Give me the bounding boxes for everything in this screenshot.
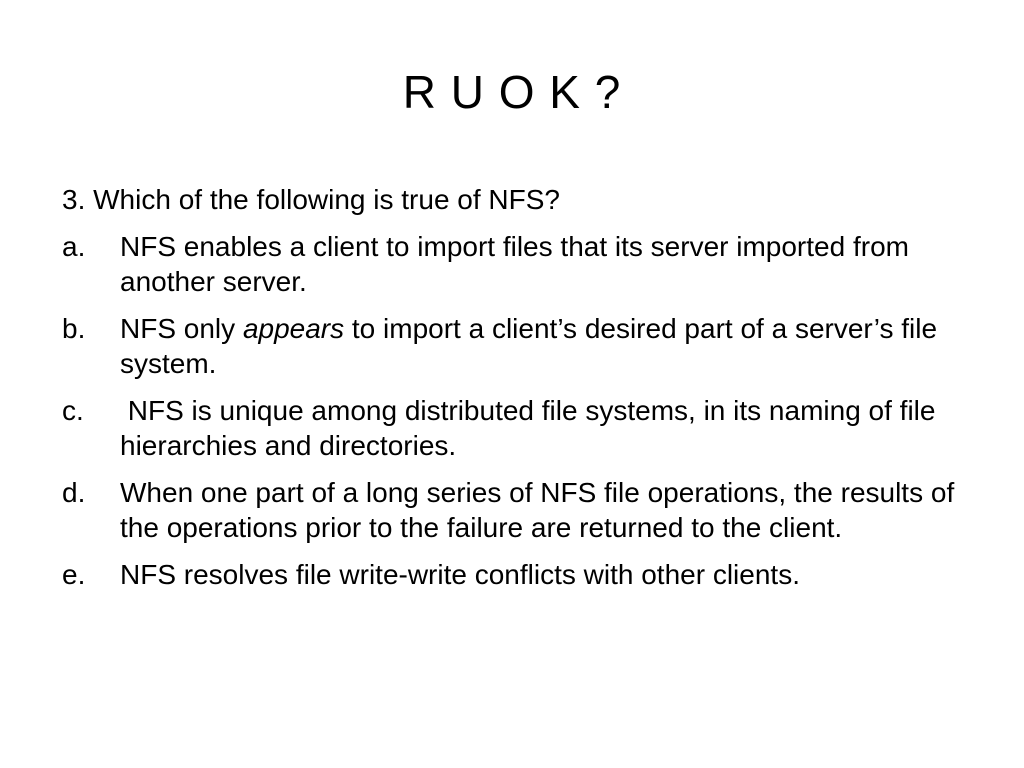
slide-body: 3. Which of the following is true of NFS… [62,182,972,604]
slide-title: R U O K ? [402,66,622,118]
option-marker: a. [62,231,86,262]
option-b: b. NFS only appears to import a client’s … [62,311,972,381]
option-text: NFS enables a client to import files tha… [120,231,909,297]
option-emphasis: appears [242,313,345,344]
option-a: a. NFS enables a client to import files t… [62,229,972,299]
option-text: NFS only [120,313,243,344]
option-marker: b. [62,313,86,344]
option-text: NFS resolves file write-write conflicts … [120,559,800,590]
option-text: NFS is unique among distributed file sys… [120,395,936,461]
answer-options: a. NFS enables a client to import files t… [62,229,972,592]
option-marker: e. [62,559,86,590]
option-text: When one part of a long series of NFS fi… [120,477,955,543]
question-text: 3. Which of the following is true of NFS… [62,184,560,215]
option-d: d. When one part of a long series of NFS … [62,475,972,545]
option-marker: c. [62,395,84,426]
option-c: c. NFS is unique among distributed file … [62,393,972,463]
option-marker: d. [62,477,86,508]
option-e: e. NFS resolves file write-write conflict… [62,557,972,592]
option-text-rest: to import a client’s desired part of a s… [120,313,938,379]
